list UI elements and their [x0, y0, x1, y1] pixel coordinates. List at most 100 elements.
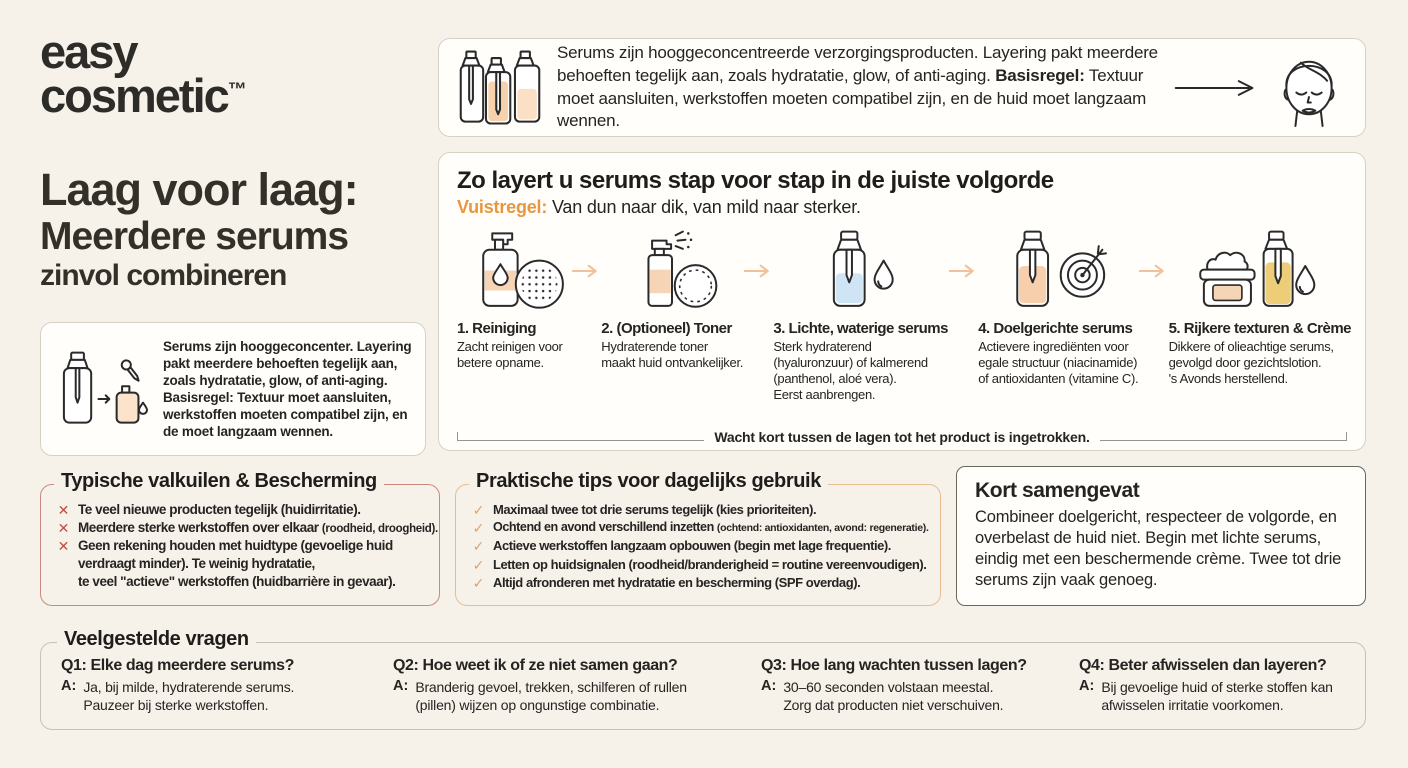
step-3-lichte-serums: 3. Lichte, waterige serums Sterk hydrate… — [773, 226, 948, 402]
cleanser-pump-icon — [457, 226, 571, 316]
pitfall-item: ✕ Te veel nieuwe producten tegelijk (hui… — [55, 501, 433, 519]
pitfall-text-main: Te veel nieuwe producten tegelijk (huidi… — [78, 502, 361, 517]
steps-title: Zo layert u serums stap voor stap in de … — [457, 167, 1054, 194]
tip-text: Ochtend en avond verschillend inzetten (… — [493, 519, 929, 536]
answer-label: A: — [1079, 678, 1095, 694]
bracket-line-right — [1099, 432, 1348, 441]
faq-item-q1: Q1: Elke dag meerdere serums? A:Ja, bij … — [61, 657, 393, 714]
tip-text: Altijd afronderen met hydratatie en besc… — [493, 574, 861, 592]
trademark-symbol: ™ — [227, 79, 247, 101]
pitfall-text-main: Meerdere sterke werkstoffen over elkaar — [78, 520, 322, 536]
intro-text: Serums zijn hooggeconcenter. Layering pa… — [163, 339, 412, 439]
step-title: 5. Rijkere texturen & Crème — [1168, 320, 1352, 337]
rule-label: Vuistregel: — [457, 197, 548, 217]
tip-item: ✓ Letten op huidsignalen (roodheid/brand… — [470, 556, 934, 574]
tip-text-main: Letten op huidsignalen (roodheid/brander… — [493, 556, 927, 572]
faq-item-q3: Q3: Hoe lang wachten tussen lagen? A: 30–… — [761, 657, 1079, 714]
bracket-line-left — [457, 432, 705, 441]
check-icon: ✓ — [472, 556, 485, 573]
step-desc: Zacht reinigen voor betere opname. — [457, 339, 563, 370]
tip-text: Actieve werkstoffen langzaam opbouwen (b… — [493, 537, 891, 555]
tip-text: Maximaal twee tot drie serums tegelijk (… — [493, 501, 817, 519]
step-arrow-icon — [1138, 226, 1168, 316]
check-icon: ✓ — [472, 520, 485, 537]
step-2-toner: 2. (Optioneel) Toner Hydraterende toner … — [601, 226, 743, 371]
page-title-line2: Meerdere serums — [40, 214, 349, 258]
answer-label: A: — [61, 678, 77, 694]
faq-answer: Ja, bij milde, hydraterende serums. Pauz… — [83, 679, 295, 714]
pitfall-text-small: (roodheid, droogheid). — [321, 523, 438, 536]
faq-item-q2: Q2: Hoe weet ik of ze niet samen gaan? A… — [393, 657, 761, 714]
tip-item: ✓ Ochtend en avond verschillend inzetten… — [470, 519, 934, 537]
faq-answer: Branderig gevoel, trekken, schilferen of… — [415, 679, 687, 714]
faq-answer: 30–60 seconden volstaan meestal. Zorg da… — [783, 679, 1004, 714]
faq-box: Veelgestelde vragen Q1: Elke dag meerder… — [40, 628, 1366, 730]
pitfall-text: Geen rekening houden met huidtype (gevoe… — [78, 537, 396, 591]
x-icon: ✕ — [57, 520, 70, 537]
faq-question: Q2: Hoe weet ik of ze niet samen gaan? — [393, 657, 678, 674]
summary-box: Kort samengevat Combineer doelgericht, r… — [956, 466, 1366, 606]
dropper-transfer-icon — [53, 349, 153, 429]
pitfalls-box: Typische valkuilen & Bescherming ✕ Te ve… — [40, 470, 440, 606]
wait-note-text: Wacht kort tussen de lagen tot het produ… — [714, 429, 1090, 445]
pitfalls-list: ✕ Te veel nieuwe producten tegelijk (hui… — [41, 485, 439, 591]
cream-jar-oil-icon — [1169, 226, 1351, 316]
step-arrow-icon — [743, 226, 773, 316]
pitfall-item: ✕ Meerdere sterke werkstoffen over elkaa… — [55, 519, 439, 537]
top-info-box: Serums zijn hooggeconcentreerde verzorgi… — [438, 38, 1366, 137]
steps-row: 1. Reiniging Zacht reinigen voor betere … — [457, 226, 1352, 402]
step-title: 3. Lichte, waterige serums — [773, 320, 948, 337]
x-icon: ✕ — [57, 538, 70, 555]
faq-answer: Bij gevoelige huid of sterke stoffen kan… — [1101, 679, 1333, 714]
wait-note: Wacht kort tussen de lagen tot het produ… — [457, 425, 1348, 445]
faq-title: Veelgestelde vragen — [57, 628, 256, 651]
top-text-bold-label: Basisregel: — [995, 65, 1085, 85]
brand-line2: cosmetic — [40, 69, 230, 123]
step-title: 2. (Optioneel) Toner — [601, 320, 732, 337]
brand-logo: easy cosmetic™ — [40, 28, 247, 119]
rule-text: Van dun naar dik, van mild naar sterker. — [547, 197, 861, 217]
tip-item: ✓ Actieve werkstoffen langzaam opbouwen … — [470, 537, 934, 555]
water-serum-dropper-icon — [773, 226, 948, 316]
page-title-line3: zinvol combineren — [40, 259, 287, 293]
step-desc: Hydraterende toner maakt huid ontvankeli… — [601, 339, 744, 370]
faq-grid: Q1: Elke dag meerdere serums? A:Ja, bij … — [41, 643, 1365, 714]
step-4-doelgerichte-serums: 4. Doelgerichte serums Actievere ingredi… — [978, 226, 1139, 387]
page-title: Laag voor laag: Meerdere serums zinvol c… — [40, 164, 359, 294]
tip-text-main: Actieve werkstoffen langzaam opbouwen (b… — [493, 538, 891, 554]
tips-box: Praktische tips voor dagelijks gebruik ✓… — [455, 470, 941, 606]
check-icon: ✓ — [472, 538, 485, 555]
layering-steps-box: Zo layert u serums stap voor stap in de … — [438, 152, 1366, 451]
serum-bottles-icon — [457, 49, 543, 127]
tips-list: ✓ Maximaal twee tot drie serums tegelijk… — [456, 485, 940, 592]
rule-of-thumb: Vuistregel: Van dun naar dik, van mild n… — [457, 197, 1351, 218]
answer-label: A: — [761, 678, 777, 694]
tip-text-main: Maximaal twee tot drie serums tegelijk (… — [493, 502, 817, 517]
step-desc: Sterk hydraterend (hyaluronzuur) of kalm… — [773, 339, 928, 402]
summary-title: Kort samengevat — [975, 479, 1140, 502]
step-desc: Actievere ingrediënten voor egale struct… — [978, 339, 1139, 386]
arrow-right-icon — [1173, 77, 1257, 99]
summary-text: Combineer doelgericht, respecteer de vol… — [975, 508, 1342, 589]
pitfall-text-main: Geen rekening houden met huidtype (gevoe… — [78, 538, 396, 589]
tip-text-main: Ochtend en avond verschillend inzetten — [493, 520, 717, 535]
intro-box: Serums zijn hooggeconcenter. Layering pa… — [40, 322, 426, 456]
step-title: 1. Reiniging — [457, 320, 537, 337]
faq-item-q4: Q4: Beter afwisselen dan layeren? A:Bij … — [1079, 657, 1345, 714]
faq-question: Q3: Hoe lang wachten tussen lagen? — [761, 657, 1027, 674]
tips-title: Praktische tips voor dagelijks gebruik — [469, 470, 828, 493]
step-5-rijkere-texturen: 5. Rijkere texturen & Crème Dikkere of o… — [1168, 226, 1352, 387]
page-title-line1: Laag voor laag: — [40, 164, 359, 215]
pitfall-text: Meerdere sterke werkstoffen over elkaar … — [78, 519, 438, 537]
step-arrow-icon — [948, 226, 978, 316]
top-info-text: Serums zijn hooggeconcentreerde verzorgi… — [557, 42, 1159, 132]
check-icon: ✓ — [472, 574, 485, 591]
step-1-reiniging: 1. Reiniging Zacht reinigen voor betere … — [457, 226, 571, 371]
target-serum-dropper-icon — [978, 226, 1138, 316]
answer-label: A: — [393, 678, 409, 694]
toner-spray-icon — [601, 226, 743, 316]
x-icon: ✕ — [57, 502, 70, 518]
step-desc: Dikkere of olieachtige serums, gevolgd d… — [1168, 339, 1334, 386]
tip-text-small: (ochtend: antioxidanten, avond: regenera… — [716, 522, 929, 535]
tip-item: ✓ Maximaal twee tot drie serums tegelijk… — [470, 501, 934, 519]
